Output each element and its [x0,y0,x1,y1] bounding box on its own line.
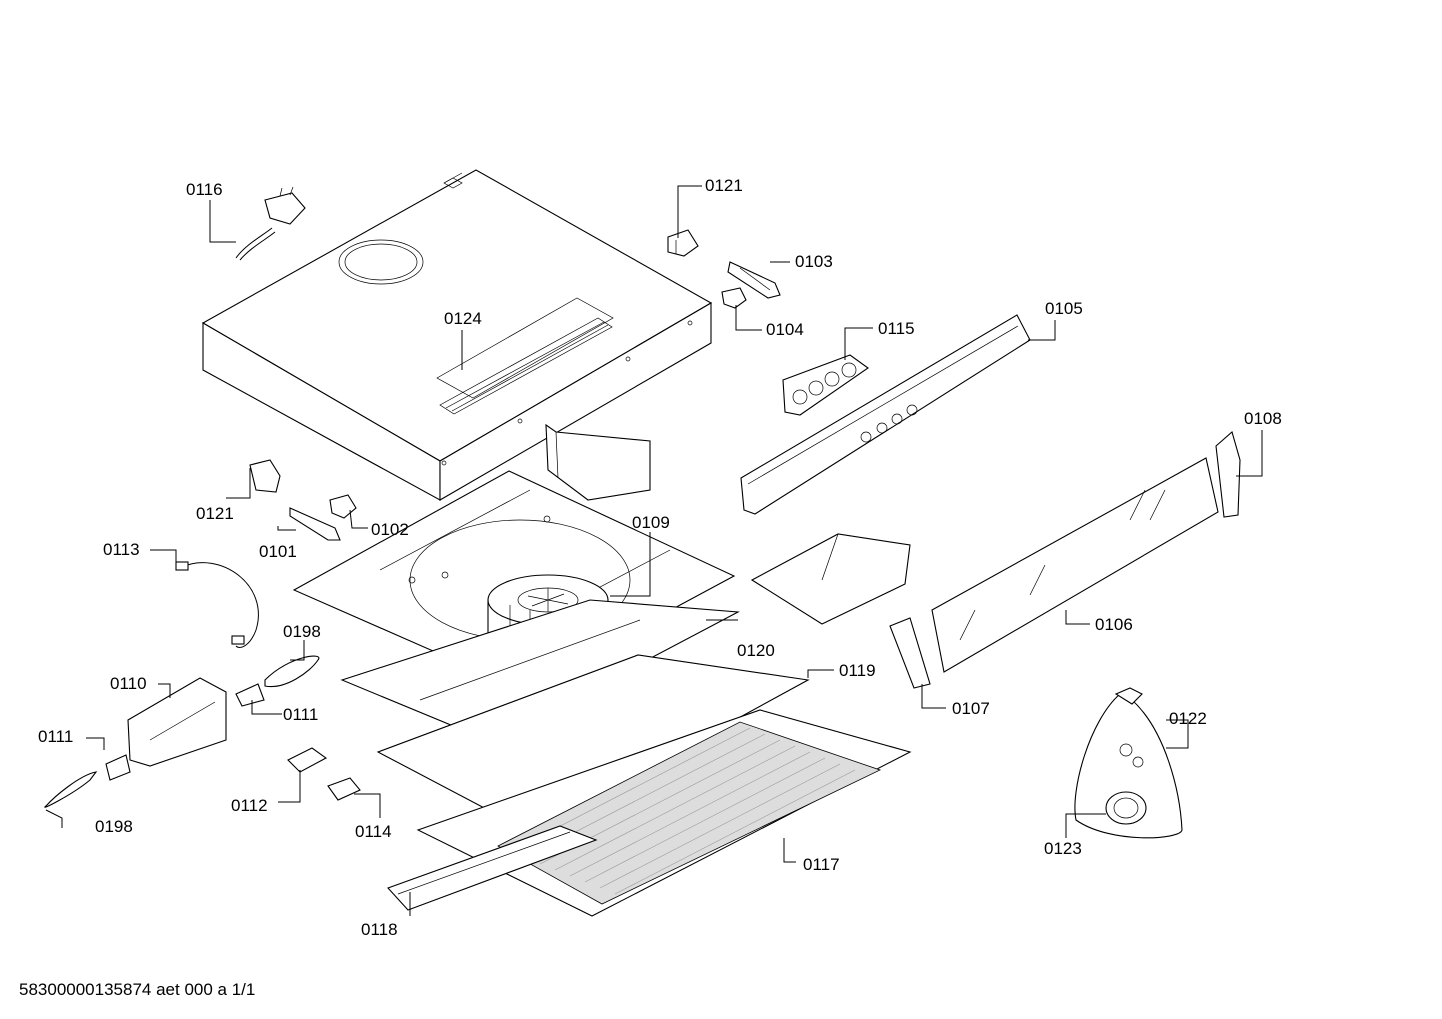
hood-housing [201,169,713,501]
callout-0117: 0117 [803,855,840,874]
callout-0105: 0105 [1045,299,1083,318]
switch-part-0103 [727,261,781,299]
grease-filter [416,709,912,917]
callout-0110: 0110 [110,674,147,693]
lamp-socket-0111-left [105,754,131,781]
bulb-0198-right [264,655,320,688]
callout-0113: 0113 [103,540,140,559]
callout-0120: 0120 [737,641,775,660]
front-control-panel [740,314,1031,515]
wiring-harness-0113 [175,561,259,648]
callout-0115: 0115 [878,319,915,338]
accessory-bag [1074,687,1183,839]
front-strip [387,825,598,911]
leader-lines [45,185,1263,916]
lamp-socket-0111-right [235,683,265,707]
clip-0114 [327,777,361,801]
callout-0108: 0108 [1244,409,1282,428]
callout-0118: 0118 [361,920,398,939]
lever-0101 [289,507,341,541]
callout-0198-left: 0198 [95,817,133,836]
connector-0112 [287,747,328,773]
deflector-channel [750,533,911,625]
callout-0103: 0103 [795,252,833,271]
power-cord [235,186,306,261]
callout-0122: 0122 [1169,709,1207,728]
callout-0107: 0107 [952,699,990,718]
filter-mat [376,654,810,833]
callout-0116: 0116 [186,180,223,199]
switch-part-0104 [721,287,747,309]
callout-0119: 0119 [839,661,876,680]
control-module [782,354,869,416]
end-cap-0107 [889,617,931,689]
callout-0104: 0104 [766,320,804,339]
lamp-holder-0110 [127,677,227,767]
glass-visor [931,457,1219,673]
bulb-0198-left [44,771,98,808]
callout-0124: 0124 [444,309,482,328]
callout-0112: 0112 [231,796,268,815]
callout-0121-top: 0121 [705,176,743,195]
callout-0123: 0123 [1044,839,1082,858]
bracket-0121-left [249,459,281,493]
bracket-0121-top [667,229,699,257]
air-guide-flap [545,423,651,501]
callout-0111-right: 0111 [283,705,318,724]
lower-frame [340,599,740,743]
callout-labels: 0116 0121 0103 0104 0124 0115 0105 0108 … [38,176,1282,939]
callout-0102: 0102 [371,520,409,539]
part-0102 [329,494,357,519]
callout-0114: 0114 [355,822,392,841]
end-cap-0108 [1215,431,1241,518]
callout-0111-left: 0111 [38,727,73,746]
callout-0109: 0109 [632,513,670,532]
callout-0198-right: 0198 [283,622,321,641]
callout-0101: 0101 [259,542,297,561]
callout-0106: 0106 [1095,615,1133,634]
callout-0121-left: 0121 [196,504,234,523]
document-id-footer: 58300000135874 aet 000 a 1/1 [19,980,256,999]
